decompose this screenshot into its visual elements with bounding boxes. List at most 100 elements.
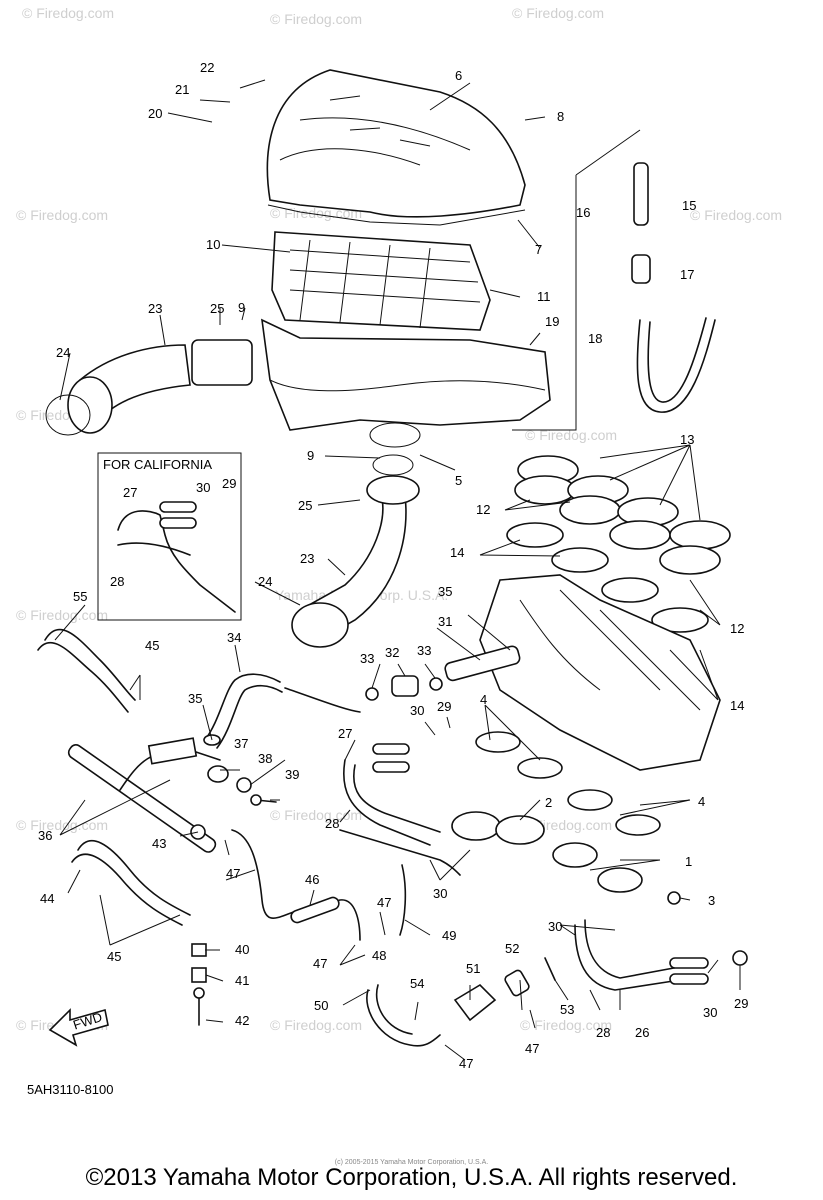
- callout-label: 10: [206, 237, 220, 252]
- inset-hose: [117, 510, 236, 613]
- callout-label: 24: [56, 345, 70, 360]
- callout-label: 50: [314, 998, 328, 1013]
- callout-label: 47: [226, 866, 240, 881]
- callout-label: 9: [238, 300, 245, 315]
- watermark: © Firedog.com: [520, 1017, 612, 1033]
- callout-label: 52: [505, 941, 519, 956]
- callout-label: 9: [307, 448, 314, 463]
- hose-44: [71, 839, 191, 926]
- callout-label: 34: [227, 630, 241, 645]
- watermark: © Firedog.com: [525, 427, 617, 443]
- hose-55: [37, 628, 136, 713]
- callout-label: 17: [680, 267, 694, 282]
- watermark: © Firedog.com: [16, 817, 108, 833]
- callout-label: 8: [557, 109, 564, 124]
- callout-label: 15: [682, 198, 696, 213]
- callout-label: 29: [734, 996, 748, 1011]
- callout-label: 29: [222, 476, 236, 491]
- callout-label: 37: [234, 736, 248, 751]
- watermark: © Firedog.com: [270, 1017, 362, 1033]
- inline-filter: [453, 957, 556, 1022]
- hose-34: [203, 673, 283, 749]
- callout-label: 29: [437, 699, 451, 714]
- parts-diagram: © Firedog.com © Firedog.com © Firedog.co…: [16, 5, 782, 1097]
- joints-right: [451, 731, 681, 905]
- callout-label: 51: [466, 961, 480, 976]
- callout-label: 22: [200, 60, 214, 75]
- callout-label: 21: [175, 82, 189, 97]
- callout-label: 45: [145, 638, 159, 653]
- callout-label: 23: [300, 551, 314, 566]
- callout-label: 30: [703, 1005, 717, 1020]
- callout-label: 35: [438, 584, 452, 599]
- callout-label: 55: [73, 589, 87, 604]
- callout-labels: 1 2 3 4 4 5 6 7 8 9 9 10 11 12 12 13 14 …: [38, 60, 748, 1071]
- watermark: © Firedog.com: [22, 5, 114, 21]
- callout-label: 25: [298, 498, 312, 513]
- intake-duct-upper: [45, 339, 253, 436]
- callout-label: 27: [123, 485, 137, 500]
- callout-label: 12: [730, 621, 744, 636]
- watermark: © Firedog.com: [690, 207, 782, 223]
- watermark: © Firedog.com: [512, 5, 604, 21]
- watermark: © Firedog.com: [16, 207, 108, 223]
- callout-label: 18: [588, 331, 602, 346]
- lower-hoses: [231, 829, 461, 1047]
- callout-label: 33: [417, 643, 431, 658]
- footer-copyright: ©2013 Yamaha Motor Corporation, U.S.A. A…: [85, 1164, 738, 1191]
- callout-label: 28: [110, 574, 124, 589]
- diagram-code: 5AH3110-8100: [27, 1082, 114, 1097]
- callout-label: 31: [438, 614, 452, 629]
- callout-label: 4: [698, 794, 705, 809]
- middle-hoses: [343, 743, 441, 846]
- callout-label: 16: [576, 205, 590, 220]
- callout-label: 28: [596, 1025, 610, 1040]
- callout-label: 47: [377, 895, 391, 910]
- callout-label: 30: [433, 886, 447, 901]
- leader-lines: [54, 79, 741, 1061]
- callout-label: 47: [459, 1056, 473, 1071]
- airbox-case: [261, 318, 551, 448]
- callout-label: 38: [258, 751, 272, 766]
- callout-label: 12: [476, 502, 490, 517]
- callout-label: 42: [235, 1013, 249, 1028]
- callout-label: 25: [210, 301, 224, 316]
- callout-label: 36: [38, 828, 52, 843]
- callout-label: 41: [235, 973, 249, 988]
- callout-label: 23: [148, 301, 162, 316]
- callout-label: 13: [680, 432, 694, 447]
- callout-label: 7: [535, 242, 542, 257]
- callout-label: 11: [537, 289, 551, 304]
- fwd-arrow-icon: FWD: [48, 1008, 109, 1047]
- throttle-bodies: [444, 574, 721, 771]
- callout-label: 40: [235, 942, 249, 957]
- callout-label: 48: [372, 948, 386, 963]
- airbox-cover: [266, 69, 526, 226]
- callout-label: 5: [455, 473, 462, 488]
- callout-label: 1: [685, 854, 692, 869]
- watermark: © Firedog.com: [16, 607, 108, 623]
- callout-label: 14: [450, 545, 464, 560]
- callout-label: 53: [560, 1002, 574, 1017]
- california-inset-box: [97, 452, 242, 621]
- callout-label: 14: [730, 698, 744, 713]
- callout-label: 20: [148, 106, 162, 121]
- callout-label: 3: [708, 893, 715, 908]
- callout-label: 28: [325, 816, 339, 831]
- callout-label: 2: [545, 795, 552, 810]
- callout-label: 49: [442, 928, 456, 943]
- intake-duct-lower: [291, 454, 420, 648]
- callout-label: 19: [545, 314, 559, 329]
- inset-title: FOR CALIFORNIA: [103, 457, 212, 472]
- callout-label: 32: [385, 645, 399, 660]
- callout-label: 45: [107, 949, 121, 964]
- callout-label: 33: [360, 651, 374, 666]
- intake-joints: [506, 455, 731, 633]
- callout-label: 26: [635, 1025, 649, 1040]
- callout-label: 47: [525, 1041, 539, 1056]
- callout-label: 46: [305, 872, 319, 887]
- callout-label: 39: [285, 767, 299, 782]
- callout-label: 44: [40, 891, 54, 906]
- callout-label: 35: [188, 691, 202, 706]
- callout-label: 30: [410, 703, 424, 718]
